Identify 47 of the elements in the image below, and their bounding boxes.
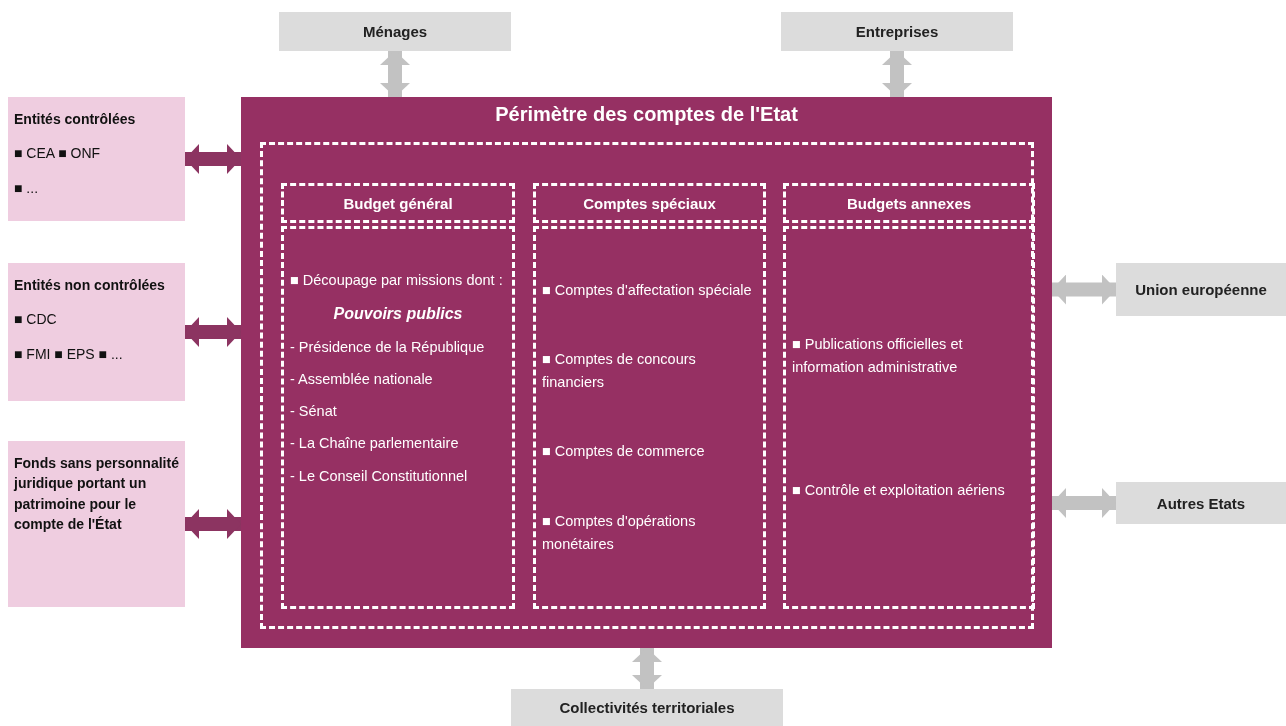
box-label: Autres Etats [1156,494,1246,512]
dashed-frame [260,142,1034,629]
actor-box [1116,482,1286,524]
box-label: Collectivités territoriales [559,699,735,716]
list-item: ■ Découpage par missions dont : [290,271,504,290]
entity-heading: Fonds sans personnalité juridique portant un patrimoine pour le compte de l'État [14,454,179,534]
double-arrow [882,51,912,97]
double-arrow [632,648,662,689]
double-arrow [380,51,410,97]
double-arrow [1052,488,1116,518]
list-item: ■ Comptes de concours financiers [542,350,697,393]
double-arrow [185,509,241,539]
list-item: - Le Conseil Constitutionnel [290,466,469,486]
double-arrow [1052,274,1116,305]
entity-heading: Entités non contrôlées [14,276,166,295]
box-label: Union européenne [1135,281,1267,298]
column-title: Budget général [343,194,453,212]
entity-list: ■ ... [14,177,179,198]
double-arrow [185,317,241,347]
list-item: Pouvoirs publics [332,304,464,325]
entity-box [8,263,185,401]
actor-box [279,12,511,51]
actor-box [511,689,783,726]
panel-title: Périmètre des comptes de l'Etat [494,103,799,126]
list-item: ■ Publications officielles et information administrative [792,334,964,377]
entity-list: ■ FMI ■ EPS ■ ... [14,343,179,364]
double-arrow [185,144,241,174]
entity-list: ■ CDC [14,309,179,330]
entity-list: ■ CEA ■ ONF [14,143,179,164]
list-item: ■ Contrôle et exploitation aériens [792,481,1006,500]
entity-box [8,97,185,221]
list-item: ■ Comptes de commerce [542,442,706,462]
list-item: - La Chaîne parlementaire [290,434,460,454]
actor-box [781,12,1013,51]
entity-heading: Entités contrôlées [14,110,137,129]
list-item: - Assemblée nationale [290,369,434,389]
entity-box [8,441,185,607]
list-item: ■ Comptes d'opérations monétaires [542,511,697,554]
box-label: Entreprises [855,23,939,40]
list-item: - Sénat [290,402,338,422]
column-title: Comptes spéciaux [583,194,716,212]
perimeter-panel [241,97,1052,648]
column-title: Budgets annexes [846,194,972,212]
list-item: ■ Comptes d'affectation spéciale [542,280,753,300]
list-item: - Présidence de la République [290,337,486,357]
box-label: Ménages [362,23,428,40]
actor-box [1116,263,1286,316]
